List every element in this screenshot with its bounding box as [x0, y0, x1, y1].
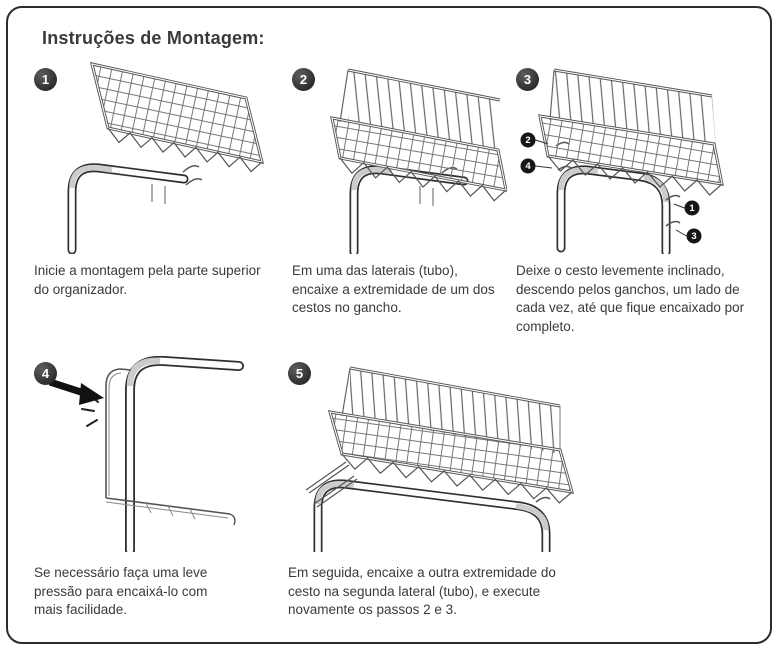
step-2-number-badge: 2 — [292, 68, 315, 91]
hook — [665, 194, 681, 201]
step-1-illustration — [67, 62, 265, 254]
callout-badge-4-label: 4 — [525, 161, 531, 172]
free-hook-wires — [305, 461, 358, 508]
hook — [665, 220, 681, 227]
step-5-number-badge: 5 — [288, 362, 311, 385]
corner-sleeve — [643, 174, 669, 203]
frame-tube-closeup — [125, 356, 244, 552]
corner-sleeve — [558, 167, 599, 191]
step-4: 4 — [34, 356, 266, 620]
step-5: 5 — [288, 356, 590, 620]
callout-badge-3 — [686, 228, 702, 244]
callout-badge-3-label: 3 — [691, 231, 696, 242]
wire-basket — [330, 68, 507, 202]
callout-badges: 2 4 1 3 — [520, 132, 702, 244]
basket-hook-wire — [105, 368, 132, 498]
step-4-illustration — [48, 356, 244, 552]
corner-sleeve — [315, 481, 355, 505]
callout-badge-4 — [520, 158, 536, 174]
step-1-caption: Inicie a montagem pela parte superior do… — [34, 263, 261, 297]
wire-zigzag-edge — [339, 157, 507, 202]
hook — [182, 165, 200, 173]
wire-zigzag-edge — [547, 155, 723, 196]
basket-bottom-wire — [105, 497, 236, 526]
corner-sleeve — [126, 357, 161, 387]
step-1-number-badge: 1 — [34, 68, 57, 91]
press-arrow-icon — [48, 378, 104, 405]
callout-badge-1 — [684, 200, 700, 216]
callout-badge-2 — [520, 132, 536, 148]
step-2-caption: Em uma das laterais (tubo), encaixe a ex… — [292, 263, 495, 316]
step-5-illustration — [305, 366, 575, 552]
step-1: 1 Inicie a monta — [34, 62, 284, 299]
hook — [185, 178, 203, 186]
step-3-illustration: 2 4 1 3 — [520, 68, 724, 254]
basket-side-wires — [554, 70, 716, 146]
step-3-caption: Deixe o cesto levemente inclinado, desce… — [516, 263, 745, 334]
step-3-number-badge: 3 — [516, 68, 539, 91]
step-2-illustration — [330, 68, 507, 254]
hook — [535, 496, 551, 503]
frame-tubes — [313, 479, 551, 552]
callout-badge-1-label: 1 — [689, 203, 695, 214]
wire-zigzag-edge — [341, 453, 573, 504]
wire-basket — [89, 62, 265, 173]
corner-sleeve — [69, 164, 113, 189]
frame-corner-tube — [349, 165, 469, 254]
corner-sleeve — [515, 503, 549, 531]
corner-sleeve — [351, 166, 393, 191]
basket-side-wires — [348, 70, 500, 152]
wire-basket — [305, 366, 575, 508]
step-4-caption: Se necessário faça uma leve pressão para… — [34, 565, 208, 618]
frame-corner-tube — [67, 163, 203, 254]
hook — [229, 513, 236, 526]
basket-side-wires — [350, 368, 560, 454]
page-title: Instruções de Montagem: — [42, 28, 265, 48]
step-2: 2 — [292, 62, 508, 318]
step-5-caption: Em seguida, encaixe a outra extremidade … — [288, 565, 556, 618]
step-3: 3 — [516, 62, 758, 337]
wire-zigzag-edge — [107, 127, 263, 173]
callout-badge-2-label: 2 — [525, 135, 530, 146]
step-4-number-badge: 4 — [34, 362, 57, 385]
